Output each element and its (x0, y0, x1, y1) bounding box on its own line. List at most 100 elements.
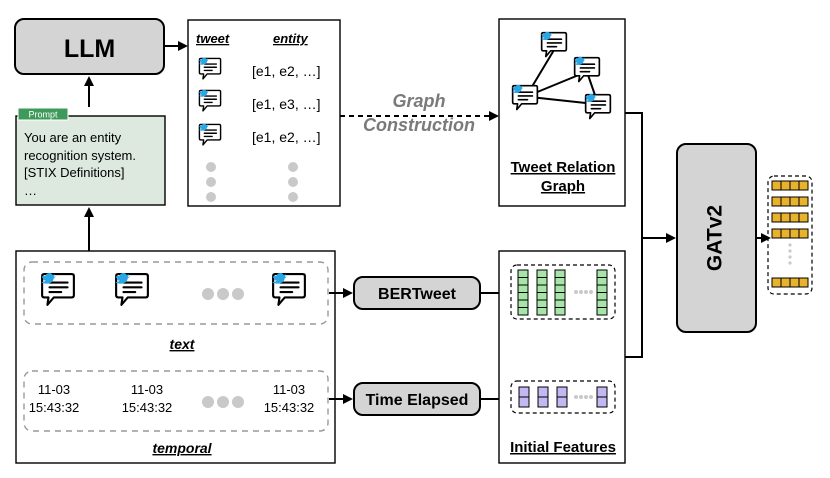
timestamp-time: 15:43:32 (264, 400, 315, 415)
time-elapsed-label: Time Elapsed (366, 392, 469, 409)
feature-cell (536, 284, 548, 293)
entity-row-3: [e1, e2, …] (252, 129, 320, 145)
feature-cell (536, 269, 548, 278)
feature-cell (536, 292, 548, 301)
output-cell (798, 180, 809, 191)
tweet-relation-graph-box: Tweet Relation Graph (498, 18, 626, 207)
timestamp-date: 11-03 (131, 382, 163, 397)
feature-cell (517, 269, 529, 278)
feature-cell (554, 277, 566, 286)
prompt-line-1: You are an entity (24, 130, 122, 145)
graph-construction-label-2: Construction (363, 115, 475, 135)
feature-cell (596, 386, 608, 398)
output-cell (780, 196, 791, 207)
output-cell (780, 277, 791, 288)
prompt-line-4: … (24, 183, 37, 198)
feature-cell (554, 307, 566, 316)
llm-label: LLM (64, 35, 115, 63)
output-cell (798, 212, 809, 223)
prompt-line-2: recognition system. (24, 148, 136, 163)
feature-cell (536, 277, 548, 286)
feature-cell (554, 299, 566, 308)
output-cell (771, 228, 782, 239)
feature-cell (517, 284, 529, 293)
prompt-box: Prompt You are an entity recognition sys… (15, 107, 166, 206)
prompt-line-3: [STIX Definitions] (24, 165, 124, 180)
horizontal-ellipsis (202, 396, 244, 408)
initial-features-label: Initial Features (510, 439, 616, 456)
feature-cell (556, 386, 568, 398)
output-cell (789, 196, 800, 207)
output-cell (789, 212, 800, 223)
feature-cell (518, 386, 530, 398)
feature-cell (596, 269, 608, 278)
output-cell (780, 212, 791, 223)
output-cell (798, 196, 809, 207)
feature-cell (554, 284, 566, 293)
entity-row-1: [e1, e2, …] (252, 63, 320, 79)
prompt-tag: Prompt (28, 110, 58, 120)
feature-cell (517, 277, 529, 286)
input-box: text 11-03 15:43:32 11-03 15:43:32 11-03… (15, 250, 336, 464)
entity-row-2: [e1, e3, …] (252, 96, 320, 112)
temporal-dashed-group (23, 370, 329, 432)
text-dashed-group (23, 261, 329, 325)
graph-construction-label-1: Graph (392, 91, 445, 111)
relation-graph-title-2: Graph (541, 178, 585, 195)
timestamp-date: 11-03 (273, 382, 305, 397)
bertweet-box: BERTweet (353, 276, 481, 310)
output-cell (771, 277, 782, 288)
gatv2-label: GATv2 (704, 205, 727, 271)
llm-box: LLM (14, 18, 165, 75)
feature-cell (596, 277, 608, 286)
feature-cell (554, 292, 566, 301)
feature-cell (537, 396, 549, 408)
horizontal-ellipsis (574, 290, 593, 294)
output-cell (780, 228, 791, 239)
entity-header: entity (273, 31, 308, 46)
feature-cell (536, 307, 548, 316)
timestamp-time: 15:43:32 (29, 400, 80, 415)
horizontal-ellipsis (574, 395, 593, 399)
output-cell (771, 212, 782, 223)
timestamp-date: 11-03 (38, 382, 70, 397)
feature-cell (517, 307, 529, 316)
output-embeddings (767, 175, 813, 295)
output-cell (771, 180, 782, 191)
feature-cell (596, 284, 608, 293)
connectors-to-gatv2 (625, 112, 676, 358)
output-cell (789, 228, 800, 239)
output-cell (780, 180, 791, 191)
timestamp-time: 15:43:32 (122, 400, 173, 415)
relation-graph-title-1: Tweet Relation (511, 159, 616, 176)
purple-feature-vectors (518, 386, 608, 408)
feature-cell (596, 307, 608, 316)
text-label: text (170, 336, 196, 352)
feature-cell (537, 386, 549, 398)
feature-cell (596, 396, 608, 408)
bertweet-label: BERTweet (378, 286, 457, 303)
feature-cell (517, 299, 529, 308)
output-cell (798, 228, 809, 239)
feature-cell (517, 292, 529, 301)
tweet-header: tweet (196, 31, 230, 46)
output-cell (789, 180, 800, 191)
initial-features-box: Initial Features (498, 250, 626, 464)
feature-cell (554, 269, 566, 278)
time-elapsed-box: Time Elapsed (353, 382, 481, 416)
output-cell (798, 277, 809, 288)
vertical-ellipsis (206, 162, 298, 202)
temporal-label: temporal (152, 440, 212, 456)
green-feature-vectors (517, 269, 608, 316)
output-cell (789, 277, 800, 288)
feature-cell (518, 396, 530, 408)
feature-cell (536, 299, 548, 308)
horizontal-ellipsis (202, 288, 244, 300)
tweet-entity-table: tweet entity [e1, e2, …] [e1, e3, …] [e1… (187, 19, 341, 207)
feature-cell (596, 299, 608, 308)
output-cell (771, 196, 782, 207)
gatv2-box: GATv2 (676, 143, 757, 333)
feature-cell (596, 292, 608, 301)
feature-cell (556, 396, 568, 408)
